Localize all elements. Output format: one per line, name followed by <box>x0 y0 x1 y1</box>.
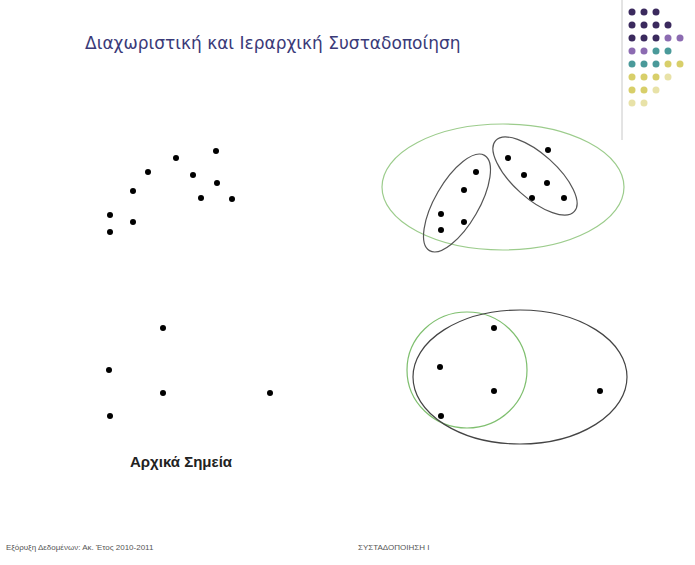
points-caption: Αρχικά Σημεία <box>130 453 232 470</box>
data-points <box>106 147 603 419</box>
footer-course: Εξόρυξη Δεδομένων: Ακ. Έτος 2010-2011 <box>6 543 153 552</box>
decor-dot-grid <box>622 0 684 140</box>
cluster-outlines <box>382 124 627 444</box>
footer-topic: ΣΥΣΤΑΔΟΠΟΙΗΣΗ I <box>358 543 429 552</box>
slide-title: Διαχωριστική και Ιεραρχική Συσταδοποίηση <box>85 33 461 53</box>
